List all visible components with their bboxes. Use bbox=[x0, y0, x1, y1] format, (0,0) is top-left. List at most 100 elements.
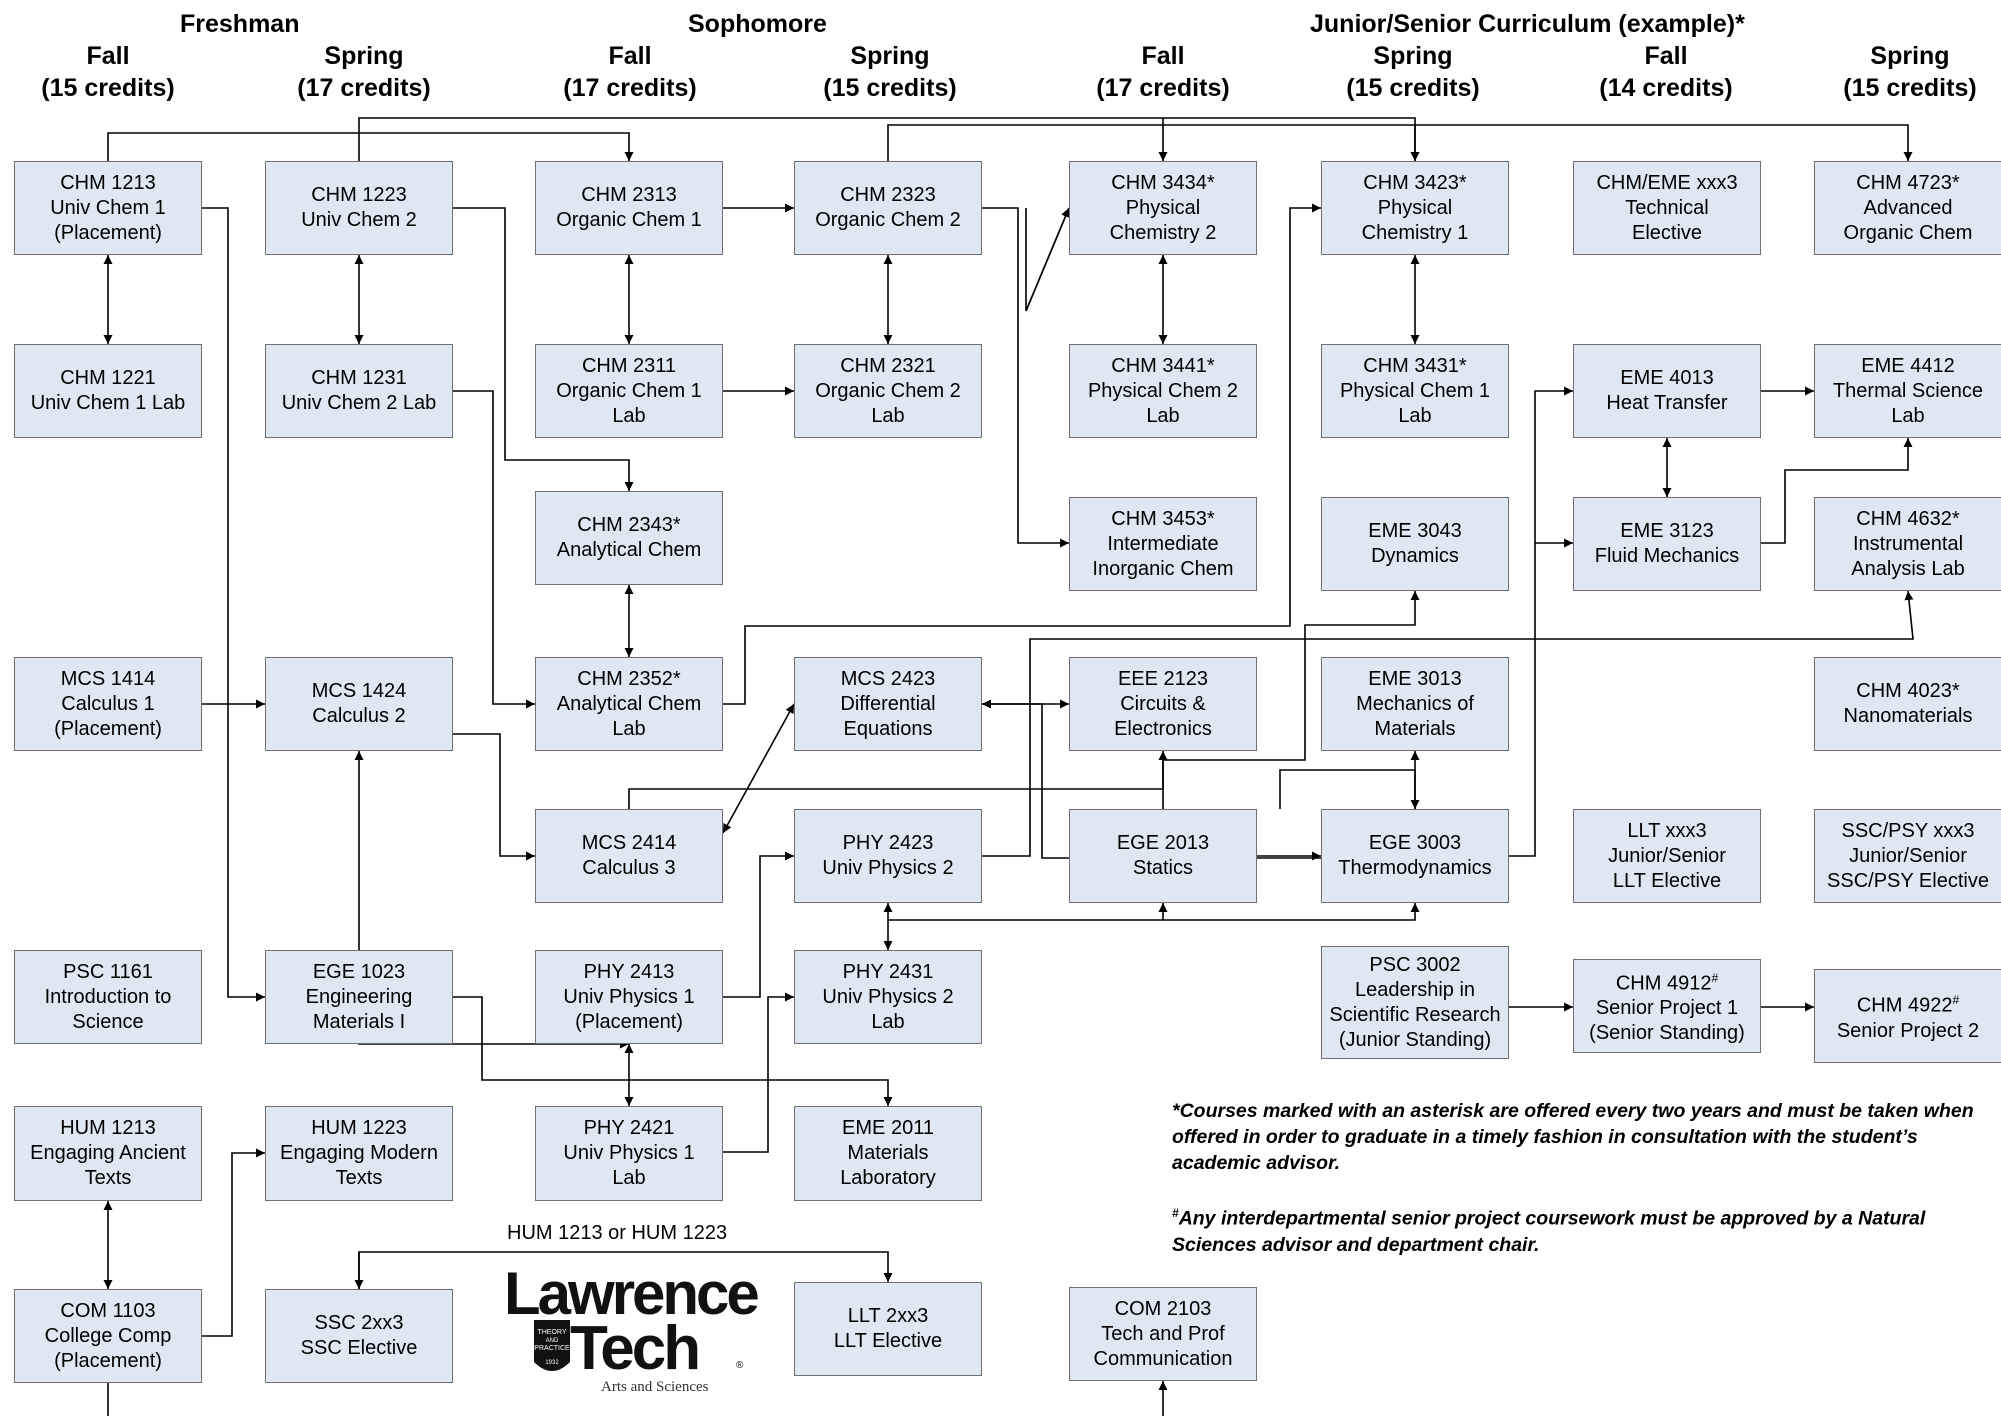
course-code: PHY 2431 bbox=[842, 960, 934, 983]
course-title-line: Organic Chem 1 bbox=[556, 379, 702, 402]
course-title-line: Laboratory bbox=[840, 1167, 936, 1189]
course-title-line: Advanced bbox=[1863, 196, 1953, 219]
course-title-line: Lab bbox=[612, 717, 646, 740]
course-title-line: Univ Physics 2 bbox=[822, 857, 954, 879]
course-title-line: Materials bbox=[847, 1142, 929, 1164]
logo-word-tech: Tech bbox=[570, 1314, 698, 1383]
course-title-line: Technical bbox=[1625, 196, 1709, 219]
prerequisite-link bbox=[1761, 438, 1913, 544]
course-code: MCS 1414 bbox=[60, 667, 156, 690]
course-title-line: LLT Elective bbox=[1612, 869, 1722, 892]
term-label: Spring bbox=[1870, 42, 1950, 70]
header-term-6: Spring (15 credits) bbox=[1333, 40, 1493, 104]
hash-mark: # bbox=[1952, 993, 1960, 1008]
course-code: CHM 4912# bbox=[1615, 970, 1719, 995]
term-credits: (17 credits) bbox=[563, 74, 697, 102]
header-freshman: Freshman bbox=[180, 10, 300, 38]
course-title-line: Physical bbox=[1377, 196, 1453, 219]
course-title-line: SSC Elective bbox=[300, 1337, 418, 1359]
course-code: CHM 3453* bbox=[1111, 507, 1215, 530]
term-label: Fall bbox=[86, 42, 130, 70]
course-code: HUM 1213 bbox=[60, 1117, 156, 1139]
prerequisite-link bbox=[982, 207, 1069, 548]
course-code: MCS 2414 bbox=[581, 832, 677, 854]
course-title-line: Intermediate bbox=[1107, 532, 1219, 555]
course-title-line: (Senior Standing) bbox=[1589, 1022, 1745, 1045]
course-chm4023: CHM 4023*Nanomaterials bbox=[1814, 657, 2001, 751]
course-code: EME 3123 bbox=[1620, 520, 1714, 542]
svg-text:AND: AND bbox=[546, 1338, 559, 1344]
course-code: PHY 2423 bbox=[842, 832, 934, 854]
course-title-line: Junior/Senior bbox=[1849, 844, 1967, 867]
course-chm4912: CHM 4912#Senior Project 1(Senior Standin… bbox=[1573, 959, 1761, 1053]
course-title-line: College Comp bbox=[44, 1324, 172, 1347]
course-code: PSC 3002 bbox=[1369, 953, 1461, 976]
course-title-line: Univ Physics 1 bbox=[563, 985, 695, 1008]
course-code: MCS 2423 bbox=[840, 667, 936, 690]
prerequisite-link bbox=[1509, 386, 1573, 857]
course-code: CHM 1223 bbox=[311, 184, 407, 206]
course-title-line: Equations bbox=[843, 717, 933, 740]
term-label: Spring bbox=[1373, 42, 1453, 70]
course-title-line: Science bbox=[72, 1010, 144, 1033]
course-title-line: Lab bbox=[1146, 404, 1180, 427]
course-code: COM 2103 bbox=[1114, 1297, 1212, 1320]
course-title-line: Heat Transfer bbox=[1606, 392, 1728, 414]
course-title-line: Univ Chem 1 Lab bbox=[30, 392, 186, 414]
term-label: Fall bbox=[608, 42, 652, 70]
course-code: CHM 2323 bbox=[840, 184, 936, 206]
course-code: CHM 2352* bbox=[577, 667, 681, 690]
prerequisite-link bbox=[453, 207, 634, 491]
course-title-line: Electronics bbox=[1114, 717, 1212, 740]
svg-text:THEORY: THEORY bbox=[537, 1329, 566, 1336]
course-title-line: Circuits & bbox=[1120, 692, 1206, 715]
course-title-line: Dynamics bbox=[1371, 545, 1459, 567]
prerequisite-link bbox=[1025, 207, 1070, 312]
prerequisite-link bbox=[887, 124, 1913, 161]
course-title-line: Lab bbox=[612, 1167, 646, 1189]
logo-seal-icon: THEORY AND PRACTICE 1932 bbox=[534, 1320, 570, 1371]
course-title-line: Organic Chem 2 bbox=[815, 209, 961, 231]
term-credits: (15 credits) bbox=[41, 74, 175, 102]
course-title-line: (Placement) bbox=[54, 1349, 162, 1372]
asterisk-note: *Courses marked with an asterisk are off… bbox=[1172, 1098, 1994, 1176]
prerequisite-link bbox=[107, 132, 634, 161]
course-code: CHM 3434* bbox=[1111, 171, 1215, 194]
prerequisite-link bbox=[722, 703, 795, 834]
prerequisite-link bbox=[1162, 591, 1420, 809]
prerequisite-link bbox=[982, 590, 1914, 857]
course-code: EME 2011 bbox=[842, 1117, 934, 1139]
header-term-7: Fall (14 credits) bbox=[1586, 40, 1746, 104]
course-title-line: Thermodynamics bbox=[1338, 857, 1492, 879]
course-chm2343: CHM 2343*Analytical Chem bbox=[535, 491, 723, 585]
logo-registered-mark: ® bbox=[736, 1360, 744, 1371]
course-code: LLT xxx3 bbox=[1627, 819, 1707, 842]
course-code: CHM 3441* bbox=[1111, 354, 1215, 377]
course-title-line: Univ Physics 1 bbox=[563, 1142, 695, 1164]
course-code: CHM 4922# bbox=[1856, 993, 1960, 1017]
header-term-1: Fall (15 credits) bbox=[28, 40, 188, 104]
course-title-line: Senior Project 1 bbox=[1595, 997, 1739, 1020]
course-title-line: Calculus 1 bbox=[61, 692, 155, 715]
course-title-line: Lab bbox=[871, 1010, 905, 1033]
course-title-line: Chemistry 1 bbox=[1361, 221, 1469, 244]
